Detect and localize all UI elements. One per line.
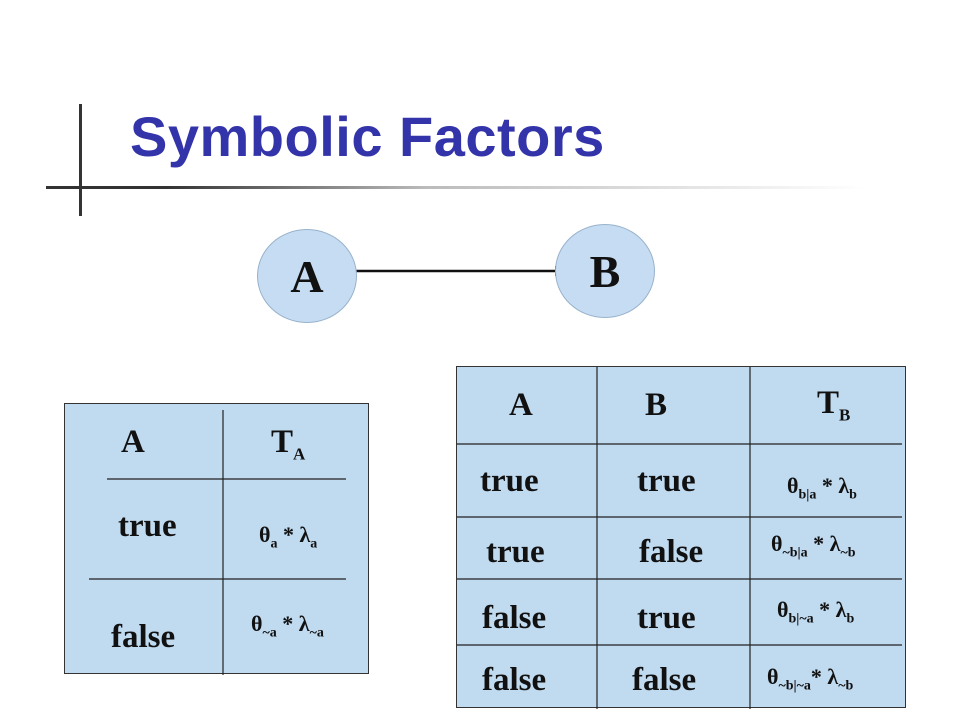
table-b-row-1-a: true xyxy=(480,463,539,499)
lambda-symbol: λ xyxy=(827,664,839,689)
lambda-subscript: ~a xyxy=(309,625,324,641)
node-b: B xyxy=(555,224,655,318)
lambda-symbol: λ xyxy=(835,597,847,622)
table-b-row-1-formula: θb|a * λb xyxy=(787,473,857,503)
table-a-row-2-value: false xyxy=(111,619,176,655)
table-b-row-2-b: false xyxy=(639,534,704,570)
theta-symbol: θ xyxy=(251,611,263,636)
lambda-subscript: b xyxy=(846,611,855,627)
theta-symbol: θ xyxy=(771,531,783,556)
theta-subscript: b|a xyxy=(798,487,817,503)
table-b-row-4-a: false xyxy=(482,662,547,698)
theta-subscript: ~b|a xyxy=(782,545,808,561)
theta-symbol: θ xyxy=(777,597,789,622)
theta-subscript: b|~a xyxy=(788,611,814,627)
table-a-header-factor-name: T xyxy=(271,424,294,460)
table-a-header-var: A xyxy=(121,424,145,460)
multiply-operator: * xyxy=(807,531,830,556)
table-b-grid-lines xyxy=(457,367,902,709)
lambda-subscript: b xyxy=(849,487,857,503)
table-b-header-var-b: B xyxy=(645,387,668,423)
theta-symbol: θ xyxy=(767,664,779,689)
lambda-symbol: λ xyxy=(829,531,841,556)
lambda-symbol: λ xyxy=(298,611,310,636)
title-underline-bar xyxy=(46,186,866,189)
table-b-header-factor-sub: B xyxy=(839,405,851,425)
table-a-row-1-formula: θa * λa xyxy=(259,522,317,552)
table-b-row-1-b: true xyxy=(637,463,696,499)
title-accent-vertical-bar xyxy=(79,104,82,216)
table-b-header-factor-name: T xyxy=(817,385,840,421)
table-a-grid-lines xyxy=(89,410,346,675)
table-b-header-factor: TB xyxy=(817,385,850,426)
lambda-subscript: ~b xyxy=(840,545,856,561)
factor-table-a: A TA true θa * λa false θ~a * λ~a xyxy=(64,403,369,675)
theta-subscript: a xyxy=(270,536,278,552)
multiply-operator: * xyxy=(277,522,300,547)
table-a-header-factor-sub: A xyxy=(293,444,306,464)
table-b-row-4-formula: θ~b|~a* λ~b xyxy=(767,664,853,694)
node-a-label: A xyxy=(290,250,324,302)
theta-subscript: ~a xyxy=(262,625,277,641)
multiply-operator: * xyxy=(813,597,836,622)
theta-symbol: θ xyxy=(259,522,271,547)
table-a-row-1-value: true xyxy=(118,508,177,544)
lambda-symbol: λ xyxy=(299,522,311,547)
table-b-row-2-formula: θ~b|a * λ~b xyxy=(771,531,856,561)
table-b-row-3-a: false xyxy=(482,600,547,636)
multiply-operator: * xyxy=(816,473,839,498)
table-b-row-2-a: true xyxy=(486,534,545,570)
table-a-header-factor: TA xyxy=(271,424,305,465)
multiply-operator: * xyxy=(810,664,828,689)
table-b-row-3-b: true xyxy=(637,600,696,636)
table-a-row-2-formula: θ~a * λ~a xyxy=(251,611,324,641)
slide-title: Symbolic Factors xyxy=(130,105,605,168)
lambda-subscript: a xyxy=(310,536,318,552)
node-b-label: B xyxy=(589,245,621,297)
factor-table-b: A B TB true true θb|a * λb true false θ~… xyxy=(456,366,906,709)
table-b-header-var-a: A xyxy=(509,387,533,423)
lambda-subscript: ~b xyxy=(838,678,854,694)
node-a: A xyxy=(257,229,357,323)
theta-subscript: ~b|~a xyxy=(778,678,811,694)
table-b-row-4-b: false xyxy=(632,662,697,698)
lambda-symbol: λ xyxy=(838,473,850,498)
table-b-row-3-formula: θb|~a * λb xyxy=(777,597,854,627)
multiply-operator: * xyxy=(276,611,299,636)
theta-symbol: θ xyxy=(787,473,799,498)
